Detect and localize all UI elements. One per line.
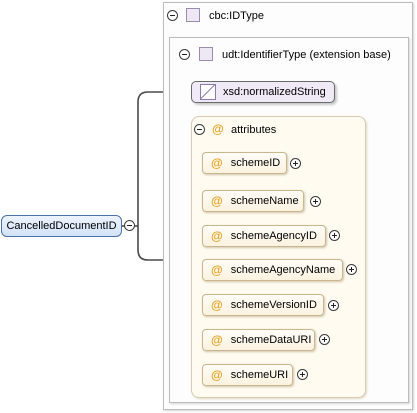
collapse-icon[interactable] bbox=[124, 220, 135, 231]
attribute-marker-icon: @ bbox=[211, 229, 223, 243]
collapse-icon[interactable] bbox=[194, 124, 205, 135]
expand-icon[interactable] bbox=[329, 230, 340, 241]
expand-icon[interactable] bbox=[290, 158, 301, 169]
attribute-node[interactable]: @ schemeDataURI bbox=[202, 329, 315, 351]
collapse-icon[interactable] bbox=[167, 10, 178, 21]
attribute-marker-icon: @ bbox=[211, 333, 223, 347]
attribute-label: schemeAgencyID bbox=[230, 230, 317, 242]
root-element-node[interactable]: CancelledDocumentID bbox=[1, 215, 122, 237]
base-type-label: udt:IdentifierType (extension base) bbox=[222, 49, 391, 61]
expand-icon[interactable] bbox=[319, 334, 330, 345]
attribute-label: schemeVersionID bbox=[230, 299, 317, 311]
type-square-icon bbox=[199, 47, 213, 61]
attribute-marker-icon: @ bbox=[211, 298, 223, 312]
attribute-marker-icon: @ bbox=[211, 263, 223, 277]
simple-content-node[interactable]: xsd:normalizedString bbox=[191, 81, 335, 103]
attribute-marker-icon: @ bbox=[211, 368, 223, 382]
attributes-header-label: attributes bbox=[231, 124, 277, 136]
attribute-node[interactable]: @ schemeVersionID bbox=[202, 294, 324, 316]
simple-content-label: xsd:normalizedString bbox=[223, 86, 326, 98]
expand-icon[interactable] bbox=[297, 369, 308, 380]
attribute-node[interactable]: @ schemeAgencyID bbox=[202, 225, 326, 247]
type-square-icon bbox=[186, 8, 200, 22]
simple-type-icon bbox=[200, 84, 216, 100]
attribute-node[interactable]: @ schemeID bbox=[202, 152, 287, 174]
attribute-marker-icon: @ bbox=[212, 122, 224, 136]
attribute-node[interactable]: @ schemeURI bbox=[202, 364, 293, 386]
root-element-label: CancelledDocumentID bbox=[6, 220, 117, 232]
attribute-label: schemeAgencyName bbox=[230, 264, 336, 276]
attribute-marker-icon: @ bbox=[211, 194, 223, 208]
attribute-label: schemeID bbox=[230, 157, 281, 169]
attribute-label: schemeURI bbox=[230, 369, 289, 381]
attribute-node[interactable]: @ schemeAgencyName bbox=[202, 259, 343, 281]
collapse-icon[interactable] bbox=[179, 49, 190, 60]
expand-icon[interactable] bbox=[328, 300, 339, 311]
attribute-node[interactable]: @ schemeName bbox=[202, 190, 304, 212]
type-label: cbc:IDType bbox=[209, 10, 265, 22]
attribute-label: schemeDataURI bbox=[230, 334, 312, 346]
attribute-label: schemeName bbox=[230, 195, 299, 207]
expand-icon[interactable] bbox=[346, 264, 357, 275]
expand-icon[interactable] bbox=[310, 196, 321, 207]
attribute-marker-icon: @ bbox=[211, 156, 223, 170]
